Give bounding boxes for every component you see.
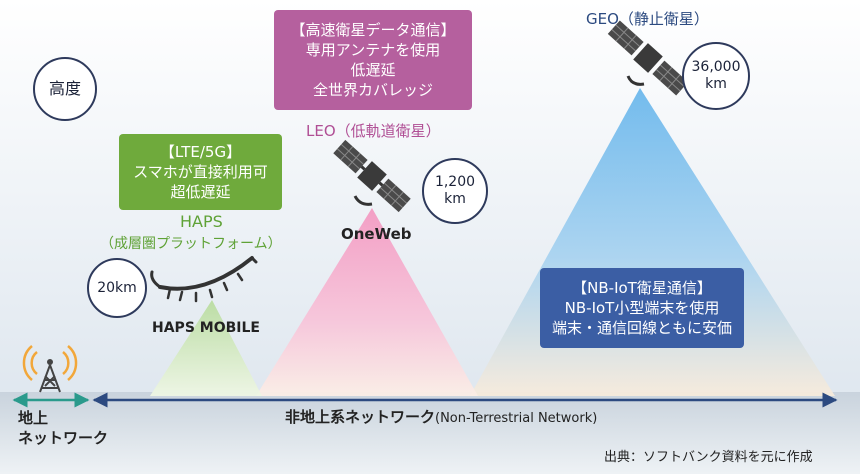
haps-box-line: 超低遅延 bbox=[170, 183, 231, 202]
source-note: 出典：ソフトバンク資料を元に作成 bbox=[604, 450, 813, 465]
leo-info-box: 【高速衛星データ通信】 専用アンテナを使用 低遅延 全世界カバレッジ bbox=[274, 10, 472, 110]
geo-box-line: 【NB-IoT衛星通信】 bbox=[572, 278, 712, 297]
haps-altitude-value: 20km bbox=[97, 279, 137, 296]
haps-craft-label: HAPS MOBILE bbox=[152, 320, 260, 336]
leo-altitude-circle: 1,200 km bbox=[422, 158, 488, 224]
leo-craft-label: OneWeb bbox=[341, 225, 412, 243]
haps-subtitle: （成層圏プラットフォーム） bbox=[100, 236, 282, 252]
leo-title: LEO（低軌道衛星） bbox=[306, 122, 441, 140]
haps-box-line: 【LTE/5G】 bbox=[159, 142, 242, 161]
leo-altitude-unit: km bbox=[444, 191, 466, 207]
ntn-label: 非地上系ネットワーク(Non-Terrestrial Network) bbox=[285, 406, 597, 427]
leo-altitude-value: 1,200 bbox=[434, 174, 476, 191]
geo-title: GEO（静止衛星） bbox=[586, 10, 709, 28]
geo-box-line: 端末・通信回線ともに安価 bbox=[551, 319, 732, 338]
antenna-tower-icon bbox=[22, 345, 78, 393]
geo-satellite-icon bbox=[607, 20, 689, 96]
terrestrial-label: 地上 ネットワーク bbox=[18, 408, 108, 449]
altitude-label: 高度 bbox=[48, 79, 81, 99]
geo-altitude-circle: 36,000 km bbox=[682, 42, 750, 110]
geo-dish bbox=[626, 75, 645, 86]
leo-box-line: 【高速衛星データ通信】 bbox=[290, 20, 456, 39]
leo-box-line: 全世界カバレッジ bbox=[312, 81, 433, 100]
ntn-label-en: (Non-Terrestrial Network) bbox=[435, 411, 598, 426]
leo-box-line: 専用アンテナを使用 bbox=[305, 40, 441, 59]
haps-title: HAPS bbox=[180, 212, 223, 231]
haps-box-line: スマホが直接利用可 bbox=[133, 162, 268, 181]
haps-coverage-cone bbox=[150, 300, 262, 396]
geo-box-line: NB-IoT小型端末を使用 bbox=[564, 298, 720, 317]
geo-altitude-value: 36,000 bbox=[691, 59, 741, 76]
leo-satellite-icon bbox=[333, 139, 411, 213]
terrestrial-label-line: 地上 bbox=[18, 409, 49, 427]
geo-altitude-unit: km bbox=[705, 76, 727, 92]
haps-altitude-circle: 20km bbox=[87, 258, 147, 318]
leo-coverage-cone bbox=[256, 208, 478, 396]
geo-info-box: 【NB-IoT衛星通信】 NB-IoT小型端末を使用 端末・通信回線ともに安価 bbox=[540, 268, 744, 348]
leo-box-line: 低遅延 bbox=[350, 61, 396, 79]
terrestrial-label-line: ネットワーク bbox=[18, 429, 109, 448]
haps-info-box: 【LTE/5G】 スマホが直接利用可 超低遅延 bbox=[119, 134, 282, 210]
haps-aircraft-icon bbox=[150, 256, 258, 303]
leo-dish bbox=[353, 195, 373, 206]
altitude-circle: 高度 bbox=[33, 57, 97, 121]
ntn-label-jp: 非地上系ネットワーク bbox=[285, 408, 436, 426]
